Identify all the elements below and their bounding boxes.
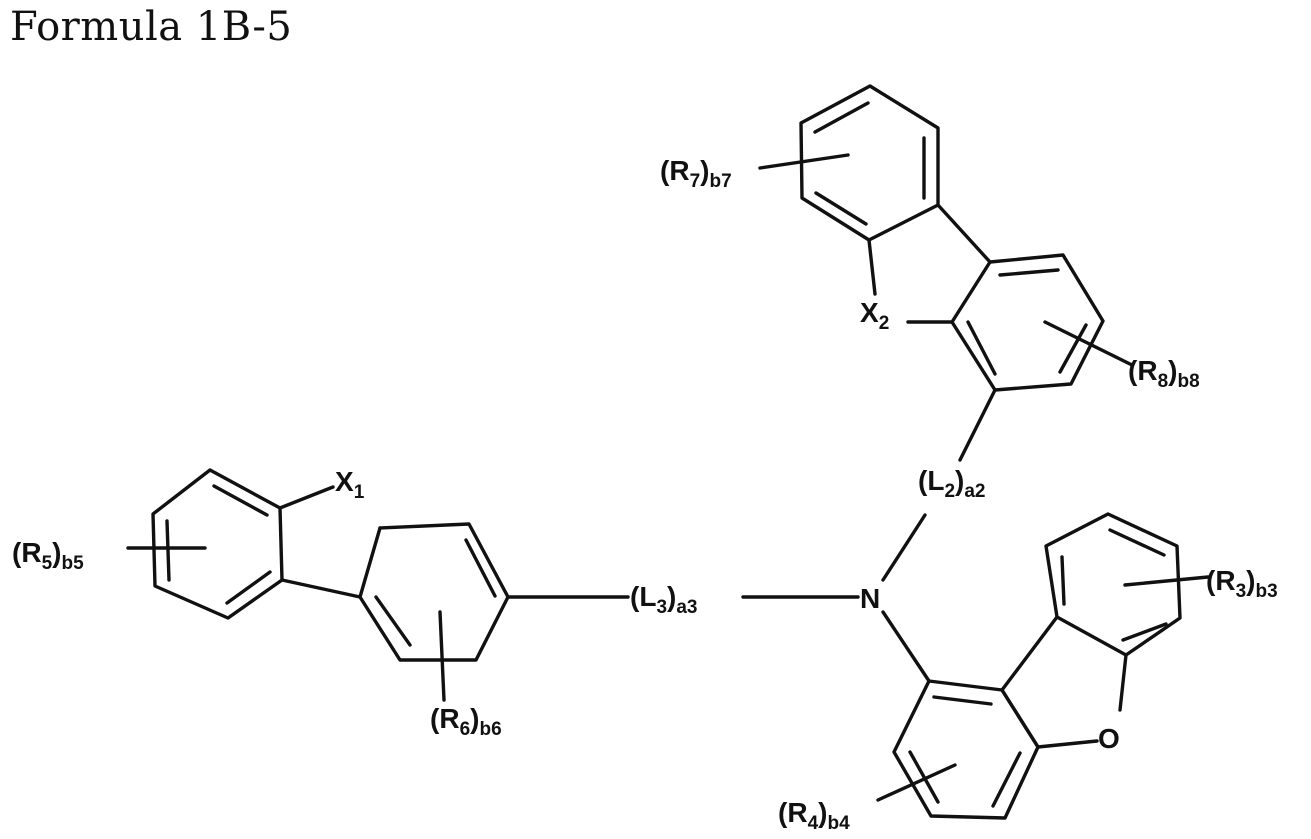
lower-left-aromatic-inner-bonds [910,697,1020,806]
atom-labels: X1 X2 N O (R5)b5 (R6)b6 (R7)b7 (R8)b8 (R… [12,155,1278,834]
oxygen-label: O [1098,723,1120,754]
left-benzene-ring [153,470,282,618]
left-aromatic-ring [360,524,508,660]
bond-l2-to-upper-ring [960,390,995,460]
lower-right-benzene-ring [1046,514,1180,655]
r7-attachment-line [760,155,848,168]
r3-label: (R3)b3 [1206,565,1278,602]
r5-label: (R5)b5 [12,537,84,574]
r3-attachment-line [1125,577,1208,585]
r4-label: (R4)b4 [778,797,850,834]
bond-n-to-l2 [883,515,925,580]
left-five-ring-bonds [280,487,380,597]
x2-label: X2 [860,297,889,334]
bond-n-to-lower-ring [883,612,929,681]
upper-aromatic-ring [952,255,1103,390]
r7-label: (R7)b7 [660,155,732,192]
left-benzene-inner-bonds [167,486,270,603]
upper-benzene-ring [801,86,938,240]
x1-label: X1 [335,466,365,503]
r6-label: (R6)b6 [430,703,502,740]
r8-attachment-line [1045,322,1132,365]
l2-label: (L2)a2 [918,465,985,502]
lower-right-benzene-inner-bonds [1062,530,1166,640]
left-aromatic-inner-bonds [376,540,495,645]
l3-label: (L3)a3 [630,581,697,618]
upper-benzene-inner-bonds [815,103,924,224]
upper-five-ring-bonds [869,205,990,322]
r6-attachment-line [440,612,444,700]
r8-label: (R8)b8 [1128,355,1200,392]
nitrogen-label: N [860,583,880,614]
upper-aromatic-inner-bonds [968,270,1086,374]
bond-lines [128,86,1208,818]
r4-attachment-line [878,765,955,800]
